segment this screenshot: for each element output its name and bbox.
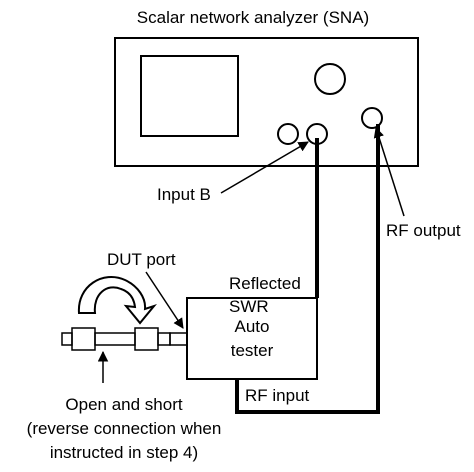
dut-port-stub bbox=[169, 332, 188, 346]
analyzer-screen bbox=[140, 55, 239, 137]
rf-input-label: RF input bbox=[245, 386, 310, 405]
adapter-right-cap bbox=[157, 332, 171, 346]
scalar-network-analyzer bbox=[114, 37, 419, 167]
rf-output-cable bbox=[235, 124, 380, 414]
analyzer-knob bbox=[314, 63, 346, 95]
adapter-right-body bbox=[134, 327, 159, 351]
input-b-label: Input B bbox=[157, 185, 211, 204]
swr-label: SWR bbox=[229, 297, 269, 316]
caption-line-1: Open and short bbox=[65, 395, 182, 414]
reverse-arrow-icon bbox=[77, 276, 157, 325]
analyzer-title: Scalar network analyzer (SNA) bbox=[137, 8, 369, 27]
dut-port-label: DUT port bbox=[107, 250, 176, 269]
caption-line-3: instructed in step 4) bbox=[50, 443, 198, 462]
auto-tester-label-line2: tester bbox=[231, 341, 274, 360]
rf-output-connector bbox=[361, 107, 383, 129]
adapter-center bbox=[94, 332, 136, 346]
auto-tester-label-line1: Auto bbox=[235, 317, 270, 336]
input-b-leader bbox=[220, 141, 309, 194]
rf-output-leader bbox=[373, 126, 405, 217]
adapter-left-body bbox=[71, 327, 96, 351]
dut-port-leader bbox=[145, 271, 184, 329]
input-a-connector bbox=[277, 123, 299, 145]
reflected-label: Reflected bbox=[229, 274, 301, 293]
caption-line-2: (reverse connection when bbox=[27, 419, 222, 438]
open-short-adapter bbox=[61, 327, 171, 351]
adapter-left-cap bbox=[61, 332, 73, 346]
rf-output-label: RF output bbox=[386, 221, 461, 240]
analyzer-case bbox=[114, 37, 419, 167]
